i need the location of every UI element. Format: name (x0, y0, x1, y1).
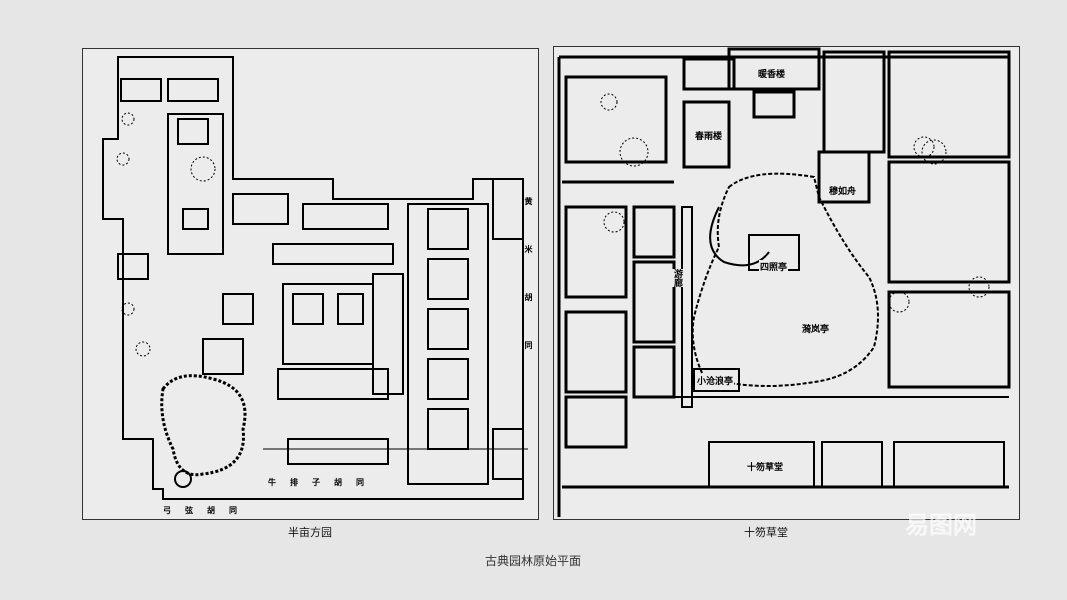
label-chunyu-tower: 春雨楼 (694, 129, 724, 142)
left-plan-drawing (102, 56, 528, 500)
label-muru-boat: 穆如舟 (828, 184, 858, 197)
right-plan-drawing (557, 47, 1011, 517)
right-floor-plan-shihu-caotang: 暖香楼 春雨楼 穆如舟 四照亭 游廊 漪岚亭 小沧浪亭 十笏草堂 (553, 46, 1020, 520)
label-sizhao-pavilion: 四照亭 (759, 260, 789, 273)
label-yilan-pavilion: 漪岚亭 (801, 322, 831, 335)
right-plan-caption: 十笏草堂 (744, 526, 788, 539)
street-label-east: 黄米胡同 (524, 197, 533, 389)
street-label-south: 弓弦胡同 (163, 506, 251, 515)
left-floor-plan-banmu-garden: 弓弦胡同 牛排子胡同 黄米胡同 (82, 48, 539, 520)
watermark-logo: 易图网 (905, 511, 977, 539)
main-caption: 古典园林原始平面 (484, 554, 582, 568)
label-xiaocanglang-pavilion: 小沧浪亭 (696, 374, 735, 387)
label-shihu-hall: 十笏草堂 (746, 460, 785, 473)
label-nuanxiang-tower: 暖香楼 (757, 67, 787, 80)
left-plan-caption: 半亩方园 (288, 526, 332, 539)
street-label-middle: 牛排子胡同 (268, 478, 378, 487)
label-corridor: 游廊 (670, 269, 685, 287)
